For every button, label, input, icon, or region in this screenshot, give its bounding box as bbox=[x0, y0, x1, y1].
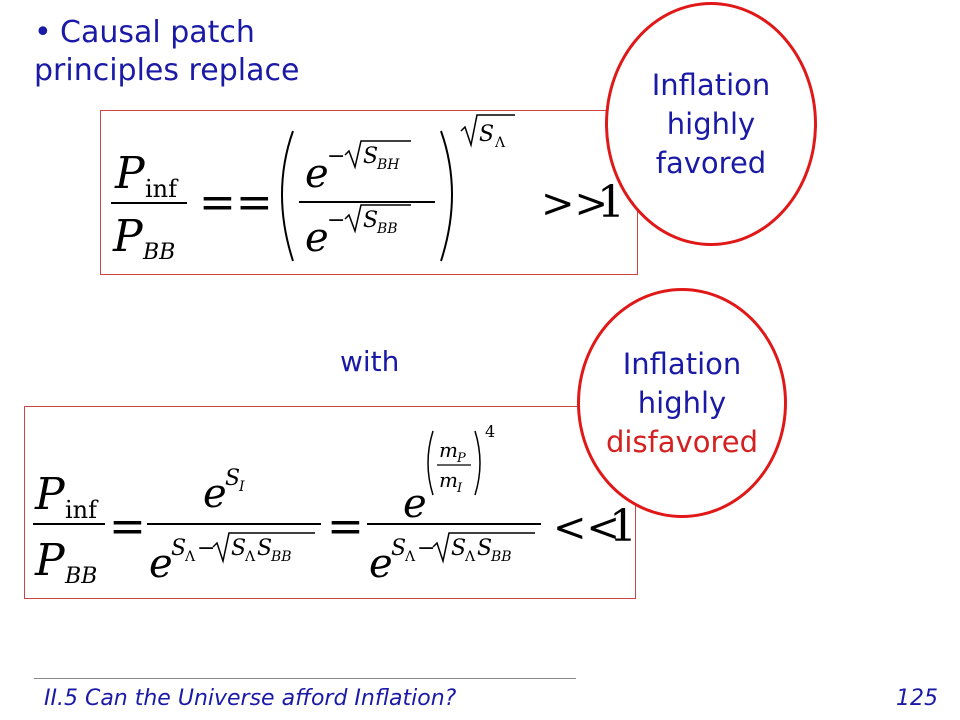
eq2-small-rparen bbox=[474, 430, 481, 496]
footer-title: II.5 Can the Universe afford Inflation? bbox=[44, 686, 457, 711]
eq1-sqrt-2 bbox=[344, 204, 411, 234]
eq2-mi-sub: I bbox=[456, 481, 463, 496]
eq1-sqrt-1 bbox=[344, 140, 411, 170]
eq2-sqrt-2 bbox=[432, 532, 535, 564]
slide-title: •Causal patch principles replace bbox=[34, 14, 299, 90]
eq2-mid-den-e: e bbox=[149, 541, 173, 587]
eq2-sqrt-1 bbox=[212, 532, 315, 564]
eq2-ll: << bbox=[553, 505, 620, 551]
eq2-mid-num-sub: I bbox=[238, 479, 245, 495]
eq2-mp-sub: P bbox=[456, 451, 466, 466]
eq2-mid-den-sub2: Λ bbox=[244, 549, 256, 565]
eq2-num-sub: inf bbox=[65, 496, 99, 524]
eq2-mid-num-e: e bbox=[203, 471, 227, 517]
eq2-mid-den-minus: − bbox=[197, 536, 215, 561]
eq1-inner-num-s: S bbox=[363, 144, 378, 169]
with-label: with bbox=[340, 345, 400, 378]
eq1-inner-den-sub: BB bbox=[376, 221, 398, 237]
eq1-inner-den-e: e bbox=[305, 215, 329, 261]
eq1-inner-num-sub: BH bbox=[376, 157, 400, 173]
eq1-num-sub: inf bbox=[145, 175, 179, 203]
eq2-mi-m: m bbox=[439, 468, 458, 492]
eq2-num-p: P bbox=[34, 469, 66, 520]
page-number: 125 bbox=[896, 686, 938, 711]
eq2-right-den-s1: S bbox=[391, 536, 406, 561]
equation-box-2: P inf P BB = e S I e S Λ − S Λ S BB = e … bbox=[24, 406, 636, 599]
eq2-one: 1 bbox=[609, 501, 635, 552]
eq2-mid-den-s1: S bbox=[171, 536, 186, 561]
eq2-right-den-sub2: Λ bbox=[464, 549, 476, 565]
eq1-outer-sub: Λ bbox=[494, 135, 506, 151]
eq2-right-den-s3: S bbox=[477, 536, 492, 561]
eq2-mid-num-s: S bbox=[225, 466, 240, 491]
disfavored-line-2: highly bbox=[637, 385, 727, 420]
disfavored-callout: Inflation highly disfavored bbox=[577, 288, 787, 518]
eq2-right-den-minus: − bbox=[417, 536, 435, 561]
eq2-mid-den-s3: S bbox=[257, 536, 272, 561]
favored-callout: Inflation highly favored bbox=[605, 2, 817, 246]
eq1-inner-num-e: e bbox=[305, 151, 329, 197]
favored-line-3: favored bbox=[655, 145, 767, 180]
disfavored-line-1: Inflation bbox=[622, 346, 742, 381]
equation-1: P inf P BB == e − S BH e − S BB S Λ >> 1 bbox=[111, 114, 625, 265]
eq1-rparen bbox=[440, 130, 453, 262]
eq1-den-p: P bbox=[112, 211, 144, 262]
favored-line-1: Inflation bbox=[651, 67, 771, 102]
eq2-mid-den-s2: S bbox=[231, 536, 246, 561]
eq1-den-sub: BB bbox=[142, 240, 175, 265]
eq1-eqeq: == bbox=[199, 177, 273, 228]
eq1-inner-den-s: S bbox=[363, 208, 378, 233]
eq2-right-num-e: e bbox=[403, 481, 427, 527]
eq2-mp-m: m bbox=[439, 438, 458, 462]
eq2-small-lparen bbox=[427, 430, 434, 496]
eq2-den-p: P bbox=[34, 535, 66, 586]
eq1-num-p: P bbox=[114, 148, 146, 199]
eq2-right-den-sub3: BB bbox=[490, 549, 512, 565]
eq2-mid-den-sub3: BB bbox=[270, 549, 292, 565]
favored-line-2: highly bbox=[666, 106, 756, 141]
eq1-inner-num-minus: − bbox=[327, 144, 345, 169]
title-line-2: principles replace bbox=[34, 53, 300, 88]
eq2-eq-2: = bbox=[327, 501, 364, 552]
eq2-right-den-sub1: Λ bbox=[404, 549, 416, 565]
footer-divider bbox=[34, 678, 576, 679]
eq1-gg: >> bbox=[541, 181, 608, 227]
title-line-1: Causal patch bbox=[60, 15, 255, 50]
equation-2: P inf P BB = e S I e S Λ − S Λ S BB = e … bbox=[33, 422, 635, 589]
equation-box-1: P inf P BB == e − S BH e − S BB S Λ >> 1 bbox=[100, 110, 638, 275]
eq2-four: 4 bbox=[485, 422, 495, 441]
eq2-den-sub: BB bbox=[64, 564, 97, 589]
eq1-inner-den-minus: − bbox=[327, 208, 345, 233]
eq2-right-den-e: e bbox=[369, 541, 393, 587]
eq2-mid-den-sub1: Λ bbox=[184, 549, 196, 565]
eq1-lparen bbox=[281, 130, 294, 262]
eq1-outer-s: S bbox=[479, 122, 494, 147]
disfavored-line-3: disfavored bbox=[606, 424, 758, 459]
bullet-icon: • bbox=[34, 15, 52, 50]
eq1-sqrt-outer bbox=[460, 114, 515, 148]
eq2-eq-1: = bbox=[109, 501, 146, 552]
eq2-right-den-s2: S bbox=[451, 536, 466, 561]
